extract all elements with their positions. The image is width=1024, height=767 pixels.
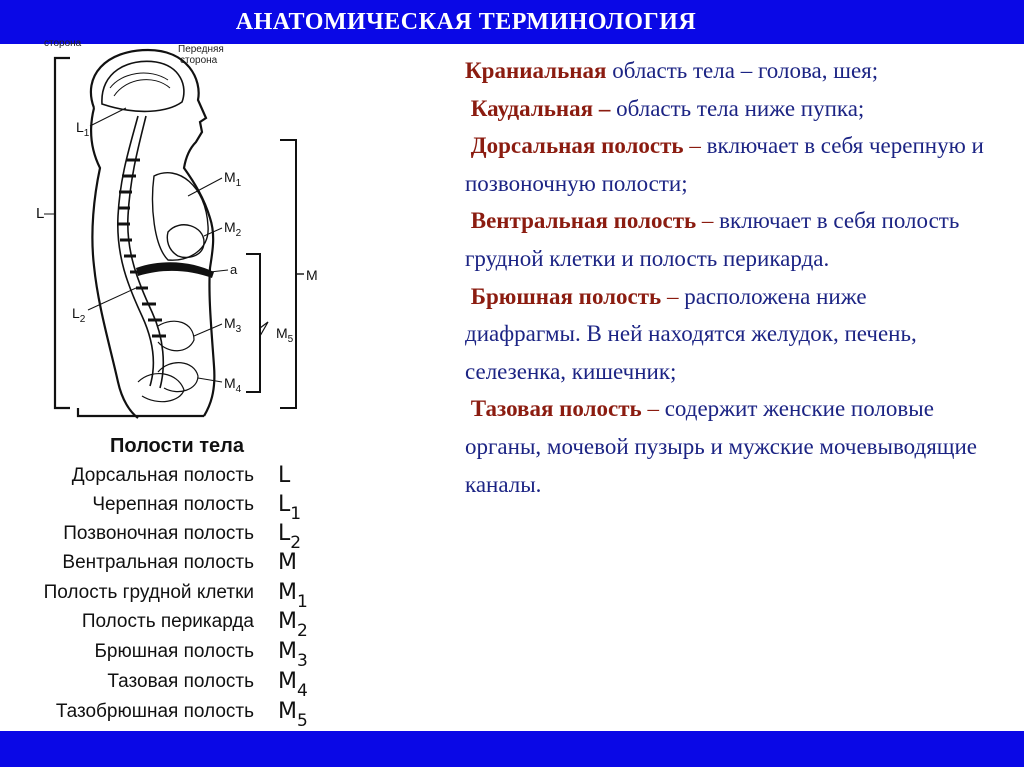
legend-code: M [278, 550, 297, 575]
paragraph-ventral: Вентральная полость – включает в себя по… [465, 208, 960, 271]
legend-item: Брюшная полость [94, 641, 254, 662]
legend-item: Позвоночная полость [63, 523, 254, 544]
paragraph-pelvic: Тазовая полость – содержит женские полов… [465, 396, 978, 497]
bracket-L [53, 56, 70, 410]
legend-code: L1 [278, 492, 301, 524]
label-M5: M5 [276, 325, 294, 345]
label-L: L [36, 205, 44, 222]
legend-code: M1 [278, 580, 308, 612]
paragraph-cranial: Краниальная область тела – голова, шея; [465, 58, 879, 83]
bracket-M [280, 139, 297, 409]
paragraph-dorsal: Дорсальная полость – включает в себя чер… [465, 133, 984, 196]
page-title: АНАТОМИЧЕСКАЯ ТЕРМИНОЛОГИЯ [235, 9, 697, 35]
legend-code: M5 [278, 699, 308, 731]
legend-item: Дорсальная полость [72, 465, 254, 486]
legend-code: M3 [278, 639, 308, 671]
legend-item: Полость грудной клетки [44, 582, 254, 603]
label-M4: M4 [224, 375, 242, 395]
label-M: M [306, 267, 318, 283]
term-dorsal: Дорсальная полость [470, 133, 684, 159]
footer-bar [0, 731, 1024, 767]
legend-item: Тазобрюшная полость [56, 701, 254, 722]
term-abdominal: Брюшная полость [470, 283, 662, 309]
legend-code: M2 [278, 609, 308, 641]
term-ventral: Вентральная полость [470, 208, 697, 234]
legend-item: Полость перикарда [82, 611, 255, 632]
legend-code: L2 [278, 521, 301, 553]
label-a: a [230, 262, 238, 277]
legend-item: Тазовая полость [107, 671, 254, 692]
paragraph-abdominal: Брюшная полость – расположена ниже диафр… [465, 283, 917, 384]
legend-item: Вентральная полость [62, 552, 254, 573]
bracket-M5 [246, 253, 261, 393]
label-M3: M3 [224, 315, 242, 335]
label-L2: L2 [72, 305, 86, 325]
body-silhouette [76, 48, 216, 419]
spine [116, 115, 165, 389]
header-bar [0, 0, 1024, 44]
terminology-text: Краниальная область тела – голова, шея; … [465, 52, 985, 503]
term-caudal: Каудальная [470, 95, 594, 121]
label-M1: M1 [224, 169, 242, 189]
figure-label-back-side: сторона [44, 38, 82, 49]
figure-label-front-side-1: Передняя [178, 44, 224, 55]
legend-code: M4 [278, 669, 308, 701]
legend-title: Полости тела [110, 435, 245, 457]
legend-item: Черепная полость [92, 494, 254, 515]
figure-label-front-side-2: сторона [180, 55, 218, 66]
term-cranial: Краниальная [465, 58, 607, 83]
body-cavities-figure: сторона Передняя сторона L [36, 38, 318, 731]
label-L1: L1 [76, 119, 90, 139]
term-pelvic: Тазовая полость [470, 396, 642, 422]
paragraph-caudal: Каудальная – область тела ниже пупка; [470, 95, 865, 121]
label-M2: M2 [224, 219, 242, 239]
legend-code: L [278, 463, 291, 488]
